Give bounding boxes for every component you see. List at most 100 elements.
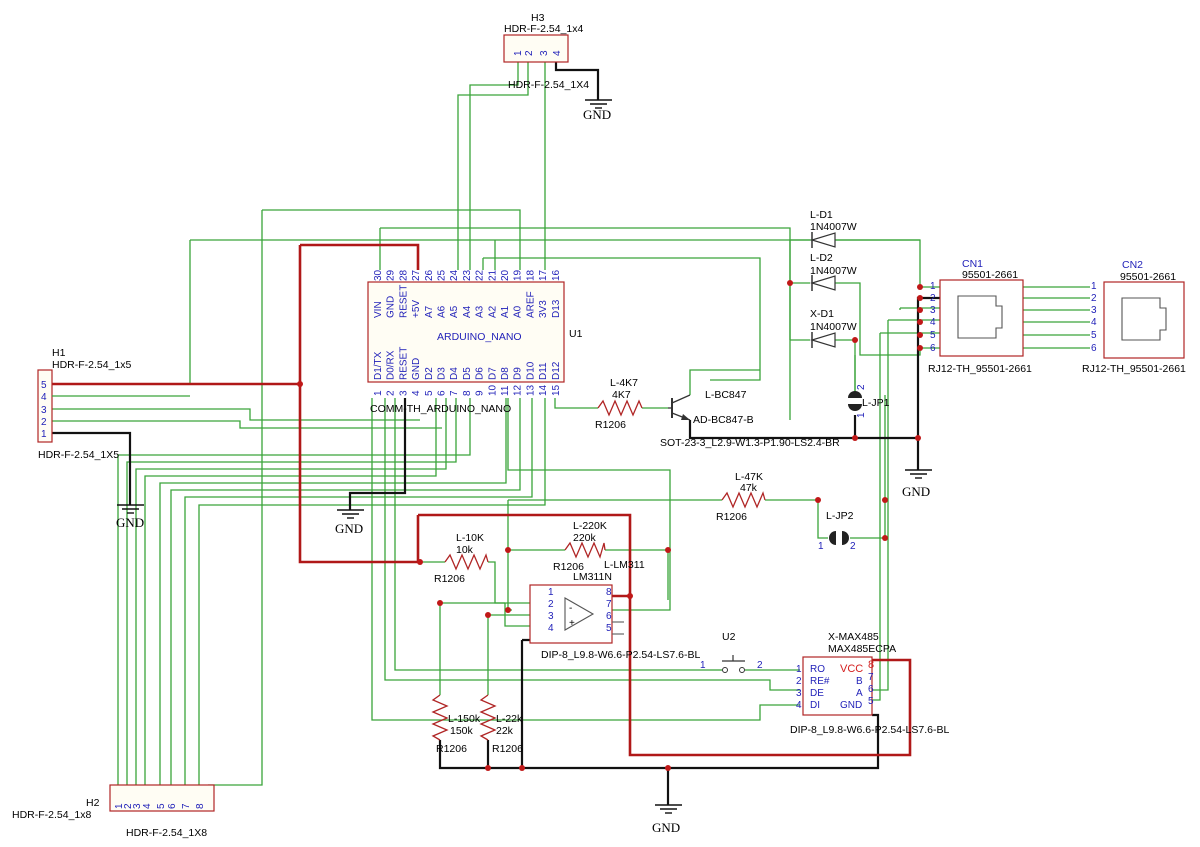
max485-pin-name: VCC xyxy=(840,663,863,675)
svg-text:-: - xyxy=(569,603,572,614)
nano-pin-number: 12 xyxy=(513,384,524,396)
l-jp1-pin: 1 xyxy=(856,412,867,418)
nano-pin-number: 11 xyxy=(500,385,511,396)
l-10k-value: 10k xyxy=(456,544,474,556)
max485-pin: 6 xyxy=(868,684,874,695)
nano-pin-number: 27 xyxy=(411,269,422,281)
cn1-pin: 5 xyxy=(930,330,936,341)
u1-ref: U1 xyxy=(569,328,583,340)
max485-pin: 3 xyxy=(796,688,802,699)
nano-pin-number: 17 xyxy=(538,269,549,281)
h1-ref: H1 xyxy=(52,347,66,359)
signal-wires xyxy=(52,62,1090,786)
max485-pin: 1 xyxy=(796,664,802,675)
nano-pin-number: 2 xyxy=(386,390,397,396)
gnd-label: GND xyxy=(116,515,144,530)
nano-pin-name: D11 xyxy=(538,362,549,380)
l-10k-footprint: R1206 xyxy=(434,573,465,585)
nano-top-pins: 30VIN29GND28RESET27+5V26A725A624A523A422… xyxy=(373,269,562,318)
nano-pin-name: D6 xyxy=(475,367,486,380)
nano-pin-name: D12 xyxy=(551,361,562,380)
nano-pin-name: A0 xyxy=(513,305,524,318)
h3-pin: 1 xyxy=(513,50,524,56)
gnd-symbol-bottom: GND xyxy=(652,804,682,835)
nano-pin-name: A7 xyxy=(424,305,435,318)
l-jp2-ref: L-JP2 xyxy=(826,510,854,522)
gnd-symbol-nano: GND xyxy=(335,509,364,536)
nano-pin-number: 15 xyxy=(551,384,562,396)
lm311-pin: 7 xyxy=(606,599,612,610)
max485-pin-name: DI xyxy=(810,700,820,711)
max485-pin-name: A xyxy=(856,688,863,699)
max485-pin: 8 xyxy=(868,659,874,671)
cn2-pin: 4 xyxy=(1091,317,1097,328)
nano-pin-name: D3 xyxy=(437,367,448,380)
nano-pin-number: 7 xyxy=(449,390,460,396)
nano-pin-number: 25 xyxy=(437,269,448,281)
nano-pin-name: RESET xyxy=(398,285,409,318)
transistor-l-bc847: L-BC847 AD-BC847-B SOT-23-3_L2.9-W1.3-P1… xyxy=(660,389,840,449)
nano-pin-number: 28 xyxy=(398,269,409,281)
l-d2-value: 1N4007W xyxy=(810,265,857,277)
comparator-l-lm311: - + L-LM311 LM311N 1 2 3 4 8 7 6 5 DIP-8… xyxy=(529,559,700,661)
diode-x-d1: X-D1 1N4007W xyxy=(809,308,857,348)
l-lm311-footprint: DIP-8_L9.8-W6.6-P2.54-LS7.6-BL xyxy=(541,649,700,661)
lm311-pin: 2 xyxy=(548,599,554,610)
lm311-pin: 8 xyxy=(606,587,612,598)
rj12-connector-cn1: CN1 95501-2661 1 2 3 4 5 6 RJ12-TH_95501… xyxy=(928,258,1032,375)
nano-pin-number: 8 xyxy=(462,390,473,396)
nano-pin-number: 10 xyxy=(487,384,498,396)
lm311-pin: 4 xyxy=(548,623,554,634)
nano-pin-name: D8 xyxy=(500,367,511,380)
header-h1: H1 HDR-F-2.54_1x5 5 4 3 2 1 HDR-F-2.54_1… xyxy=(37,347,190,461)
switch-u2: U2 1 2 xyxy=(700,631,763,673)
svg-text:+: + xyxy=(569,618,575,629)
nano-pin-number: 3 xyxy=(398,390,409,396)
header-h3: H3 HDR-F-2.54_1x4 1 2 3 4 HDR-F-2.54_1X4 xyxy=(503,12,589,91)
resistor-l-220k: L-220K 220k R1206 xyxy=(553,520,607,573)
cn2-ref: CN2 xyxy=(1122,259,1143,271)
nano-pin-name: GND xyxy=(411,358,422,380)
h2-pin: 2 xyxy=(123,803,134,809)
h3-value: HDR-F-2.54_1x4 xyxy=(504,23,584,35)
l-jp2-pin: 2 xyxy=(850,541,856,552)
cn1-ref: CN1 xyxy=(962,258,983,270)
h3-pin: 4 xyxy=(552,50,563,56)
cn2-pin: 3 xyxy=(1091,305,1097,316)
junctions xyxy=(297,280,923,771)
nano-pin-name: A6 xyxy=(437,305,448,318)
nano-pin-name: RESET xyxy=(398,347,409,380)
nano-pin-name: A5 xyxy=(449,305,460,318)
jumper-l-jp2: L-JP2 1 2 xyxy=(818,510,856,552)
max485-pin: 5 xyxy=(868,696,874,707)
nano-pin-number: 22 xyxy=(475,269,486,281)
cn2-footprint: RJ12-TH_95501-2661 xyxy=(1082,363,1186,375)
h2-ref: H2 xyxy=(86,797,100,809)
nano-pin-number: 18 xyxy=(525,269,536,281)
cn1-pin: 1 xyxy=(930,281,936,292)
nano-pin-number: 16 xyxy=(551,269,562,281)
nano-pin-name: A1 xyxy=(500,305,511,318)
cn1-pin: 4 xyxy=(930,317,936,328)
nano-pin-name: AREF xyxy=(525,291,536,318)
diode-l-d1: L-D1 1N4007W xyxy=(809,209,857,248)
max485-pin-name: RE# xyxy=(810,676,830,687)
h1-pin: 5 xyxy=(41,380,47,391)
resistor-l-150k: L-150k 150k R1206 xyxy=(431,694,481,755)
nano-pin-number: 9 xyxy=(475,390,486,396)
h1-pin: 4 xyxy=(41,392,47,403)
u2-pin: 2 xyxy=(757,660,763,671)
ic-x-max485: X-MAX485 MAX485ECPA 1 2 3 4 RO RE# DE DI… xyxy=(790,631,949,736)
l-220k-ref: L-220K xyxy=(573,520,607,532)
nano-pin-name: A4 xyxy=(462,305,473,318)
h3-pin: 3 xyxy=(539,50,550,56)
l-150k-ref: L-150k xyxy=(448,713,481,725)
x-d1-ref: X-D1 xyxy=(810,308,834,320)
nano-pin-number: 14 xyxy=(538,384,549,396)
h3-ref: H3 xyxy=(531,12,545,24)
gnd-symbol-rj12: GND xyxy=(902,469,932,499)
nano-bottom-pins: 1D1/TX2D0/RX3RESET4GND5D26D37D48D59D610D… xyxy=(373,347,562,396)
header-h2: H2 HDR-F-2.54_1x8 1 2 3 4 5 6 7 8 HDR-F-… xyxy=(12,784,215,839)
lm311-pin: 3 xyxy=(548,611,554,622)
